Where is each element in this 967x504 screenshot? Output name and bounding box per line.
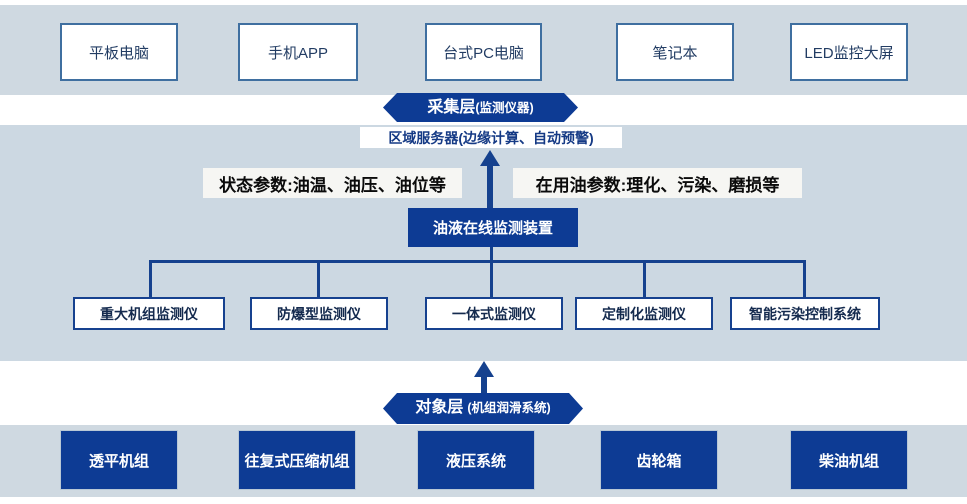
equipment-label: 往复式压缩机组	[244, 452, 350, 470]
equipment-label: 柴油机组	[818, 452, 879, 470]
equipment-label: 透平机组	[88, 452, 149, 470]
collection-layer-title: 采集层	[427, 99, 476, 116]
oil-parameters-text: 在用油参数:理化、污染、磨损等	[535, 175, 780, 195]
connector-drop-4	[643, 260, 646, 297]
monitor-box-integrated: 一体式监测仪	[425, 297, 563, 330]
oil-monitor-device-label: 油液在线监测装置	[432, 220, 553, 237]
equipment-box-reciprocating-compressor: 往复式压缩机组	[238, 430, 356, 490]
status-parameters-text: 状态参数:油温、油压、油位等	[219, 175, 446, 195]
equipment-label: 齿轮箱	[636, 452, 682, 470]
device-label: LED监控大屏	[804, 44, 894, 62]
connector-drop-1	[149, 260, 152, 297]
equipment-box-gearbox: 齿轮箱	[600, 430, 718, 490]
monitor-label: 一体式监测仪	[452, 305, 536, 322]
collection-layer-subtitle: (监测仪器)	[475, 101, 534, 115]
oil-parameters-label: 在用油参数:理化、污染、磨损等	[513, 168, 802, 198]
device-box-desktop-pc: 台式PC电脑	[425, 23, 542, 81]
equipment-box-turbine: 透平机组	[60, 430, 178, 490]
status-parameters-label: 状态参数:油温、油压、油位等	[203, 168, 462, 198]
arrow-shaft	[481, 375, 487, 394]
device-label: 平板电脑	[88, 44, 149, 62]
object-layer-title: 对象层	[415, 399, 464, 416]
device-label: 台式PC电脑	[443, 44, 524, 62]
monitor-box-major-unit: 重大机组监测仪	[73, 297, 225, 330]
device-label: 笔记本	[652, 44, 698, 62]
equipment-box-diesel-unit: 柴油机组	[790, 430, 908, 490]
connector-center-drop	[490, 247, 493, 297]
device-box-led-screen: LED监控大屏	[790, 23, 908, 81]
monitor-label: 重大机组监测仪	[100, 305, 198, 322]
monitor-label: 智能污染控制系统	[749, 305, 861, 322]
regional-server-label: 区域服务器(边缘计算、自动预警)	[388, 129, 594, 146]
monitor-box-explosion-proof: 防爆型监测仪	[250, 297, 388, 330]
regional-server-box: 区域服务器(边缘计算、自动预警)	[360, 127, 622, 148]
device-box-laptop: 笔记本	[616, 23, 734, 81]
arrow-shaft	[487, 164, 493, 208]
connector-drop-2	[317, 260, 320, 297]
monitor-label: 防爆型监测仪	[277, 305, 361, 322]
object-layer-subtitle: (机组润滑系统)	[467, 401, 551, 415]
device-box-phone-app: 手机APP	[238, 23, 358, 81]
equipment-label: 液压系统	[445, 452, 506, 470]
monitor-box-pollution-control: 智能污染控制系统	[730, 297, 880, 330]
device-box-tablet: 平板电脑	[60, 23, 178, 81]
monitor-label: 定制化监测仪	[602, 305, 686, 322]
connector-horizontal	[149, 260, 806, 263]
device-label: 手机APP	[267, 44, 328, 62]
oil-monitor-device-box: 油液在线监测装置	[408, 208, 578, 247]
object-layer-banner: 对象层(机组润滑系统)	[383, 393, 583, 424]
collection-layer-banner: 采集层(监测仪器)	[383, 93, 578, 122]
connector-drop-5	[803, 260, 806, 297]
arrow-up-icon	[474, 361, 494, 377]
equipment-box-hydraulic-system: 液压系统	[417, 430, 535, 490]
monitor-box-customized: 定制化监测仪	[575, 297, 713, 330]
arrow-up-icon	[480, 150, 500, 166]
